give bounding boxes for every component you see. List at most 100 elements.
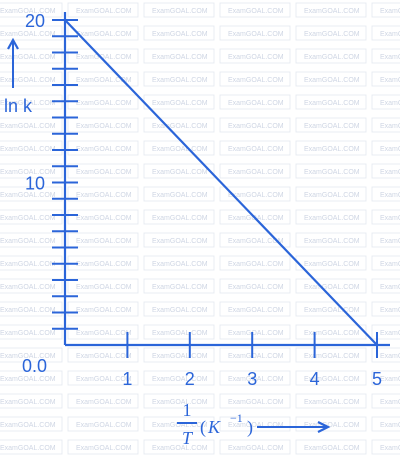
- series-line: [64, 19, 378, 346]
- watermark-text: ExamGOAL.COM: [152, 169, 208, 176]
- watermark-box: [295, 186, 367, 202]
- watermark-box: [295, 48, 367, 64]
- watermark-box: [143, 370, 215, 386]
- watermark-text: ExamGOAL.COM: [76, 261, 132, 268]
- x-label-close-paren: ): [247, 417, 253, 438]
- watermark-text: ExamGOAL.COM: [380, 146, 400, 153]
- watermark-box: [371, 370, 400, 386]
- x-label-denominator: T: [182, 428, 194, 448]
- x-tick-label: 1: [122, 369, 132, 389]
- watermark-text: ExamGOAL.COM: [0, 353, 56, 360]
- watermark-box: [67, 140, 139, 156]
- watermark-text: ExamGOAL.COM: [152, 146, 208, 153]
- y-axis-label: ln k: [4, 96, 33, 116]
- watermark-box: [371, 393, 400, 409]
- x-tick-label: 3: [247, 369, 257, 389]
- watermark-box: [295, 71, 367, 87]
- watermark-box: [67, 301, 139, 317]
- watermark-text: ExamGOAL.COM: [304, 146, 360, 153]
- y-tick-label: 10: [25, 174, 45, 194]
- watermark-box: [67, 117, 139, 133]
- watermark-text: ExamGOAL.COM: [380, 307, 400, 314]
- watermark-text: ExamGOAL.COM: [380, 238, 400, 245]
- watermark-text: ExamGOAL.COM: [380, 261, 400, 268]
- watermark-text: ExamGOAL.COM: [0, 330, 56, 337]
- watermark-box: [371, 163, 400, 179]
- watermark-text: ExamGOAL.COM: [380, 445, 400, 452]
- watermark-box: [371, 255, 400, 271]
- watermark-text: ExamGOAL.COM: [380, 54, 400, 61]
- watermark-box: [219, 278, 291, 294]
- watermark-box: [67, 347, 139, 363]
- watermark-text: ExamGOAL.COM: [380, 284, 400, 291]
- watermark-text: ExamGOAL.COM: [228, 330, 284, 337]
- watermark-text: ExamGOAL.COM: [76, 169, 132, 176]
- watermark-text: ExamGOAL.COM: [0, 284, 56, 291]
- watermark-box: [67, 393, 139, 409]
- watermark-box: [0, 163, 63, 179]
- watermark-text: ExamGOAL.COM: [228, 146, 284, 153]
- watermark-box: [371, 278, 400, 294]
- watermark-text: ExamGOAL.COM: [76, 123, 132, 130]
- watermark-box: [67, 2, 139, 18]
- watermark-text: ExamGOAL.COM: [304, 399, 360, 406]
- watermark-box: [143, 439, 215, 455]
- watermark-text: ExamGOAL.COM: [0, 238, 56, 245]
- watermark-box: [0, 301, 63, 317]
- watermark-text: ExamGOAL.COM: [228, 54, 284, 61]
- watermark-text: ExamGOAL.COM: [76, 192, 132, 199]
- watermark-text: ExamGOAL.COM: [228, 261, 284, 268]
- y-label-arrow-head-icon: [7, 37, 19, 50]
- watermark-text: ExamGOAL.COM: [228, 353, 284, 360]
- watermark-text: ExamGOAL.COM: [76, 31, 132, 38]
- watermark-box: [143, 2, 215, 18]
- watermark-text: ExamGOAL.COM: [76, 238, 132, 245]
- watermark-box: [295, 370, 367, 386]
- x-label-unit: K: [207, 417, 221, 437]
- watermark-box: [295, 439, 367, 455]
- watermark-box: [371, 439, 400, 455]
- watermark-box: [143, 117, 215, 133]
- watermark-text: ExamGOAL.COM: [304, 376, 360, 383]
- watermark-box: [219, 2, 291, 18]
- watermark-text: ExamGOAL.COM: [380, 422, 400, 429]
- watermark-text: ExamGOAL.COM: [152, 376, 208, 383]
- watermark-box: [295, 117, 367, 133]
- watermark-text: ExamGOAL.COM: [152, 445, 208, 452]
- watermark-text: ExamGOAL.COM: [380, 353, 400, 360]
- watermark-box: [219, 140, 291, 156]
- watermark-text: ExamGOAL.COM: [152, 284, 208, 291]
- watermark-text: ExamGOAL.COM: [228, 422, 284, 429]
- watermark-text: ExamGOAL.COM: [0, 215, 56, 222]
- watermark-box: [371, 25, 400, 41]
- watermark-text: ExamGOAL.COM: [152, 100, 208, 107]
- watermark-text: ExamGOAL.COM: [380, 192, 400, 199]
- watermark-box: [0, 324, 63, 340]
- watermark-box: [0, 439, 63, 455]
- watermark-box: [0, 48, 63, 64]
- watermark-text: ExamGOAL.COM: [152, 307, 208, 314]
- watermark-text: ExamGOAL.COM: [304, 284, 360, 291]
- watermark-box: [295, 163, 367, 179]
- watermark-text: ExamGOAL.COM: [0, 422, 56, 429]
- watermark-text: ExamGOAL.COM: [380, 77, 400, 84]
- watermark-box: [295, 2, 367, 18]
- watermark-text: ExamGOAL.COM: [228, 123, 284, 130]
- watermark-box: [143, 324, 215, 340]
- watermark-text: ExamGOAL.COM: [76, 376, 132, 383]
- watermark-text: ExamGOAL.COM: [304, 330, 360, 337]
- watermark-text: ExamGOAL.COM: [0, 54, 56, 61]
- watermark-box: [0, 140, 63, 156]
- watermark-box: [295, 393, 367, 409]
- origin-label: 0.0: [22, 356, 47, 376]
- watermark-box: [219, 117, 291, 133]
- watermark-text: ExamGOAL.COM: [76, 399, 132, 406]
- watermark-text: ExamGOAL.COM: [76, 146, 132, 153]
- watermark-text: ExamGOAL.COM: [76, 215, 132, 222]
- watermark-text: ExamGOAL.COM: [76, 54, 132, 61]
- watermark-box: [219, 301, 291, 317]
- watermark-text: ExamGOAL.COM: [228, 100, 284, 107]
- watermark-text: ExamGOAL.COM: [380, 123, 400, 130]
- watermark-text: ExamGOAL.COM: [0, 261, 56, 268]
